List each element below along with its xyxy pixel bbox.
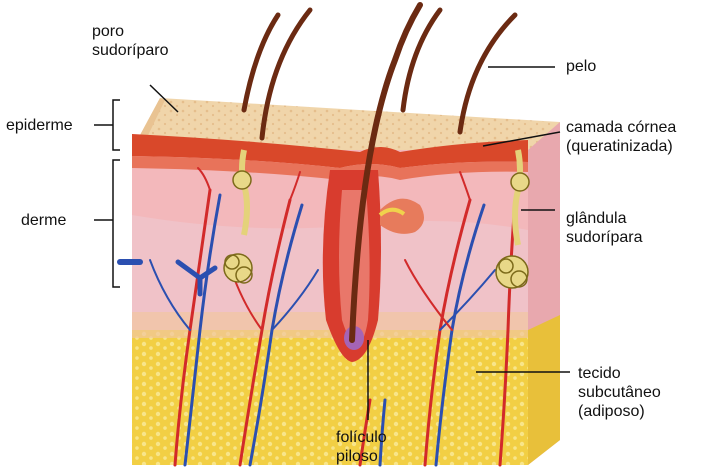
- sweat-gland-left: [223, 149, 253, 284]
- leader-lines: [149, 66, 570, 420]
- label-poro-sudoriparo: poro sudoríparo: [92, 23, 169, 59]
- stratum-corneum: [132, 134, 528, 180]
- label-camada-cornea: camada córnea (queratinizada): [566, 119, 677, 155]
- label-pelo: pelo: [566, 58, 597, 75]
- blood-vessels: [117, 167, 517, 467]
- sweat-gland-right: [495, 149, 530, 289]
- derme-bracket: [94, 159, 120, 288]
- block-side-face: [528, 122, 560, 465]
- epiderme-bracket: [94, 99, 120, 151]
- label-glandula-sudoripara: glândula sudorípara: [566, 210, 643, 246]
- hairs: [241, 2, 518, 343]
- label-tecido-subcutaneo: tecido subcutâneo (adiposo): [578, 365, 661, 420]
- label-foliculo-piloso: folículo piloso: [336, 429, 387, 465]
- label-derme: derme: [21, 212, 67, 229]
- adipose-layer: [132, 312, 528, 465]
- label-epiderme: epiderme: [6, 117, 73, 134]
- sebaceous-gland: [378, 198, 424, 234]
